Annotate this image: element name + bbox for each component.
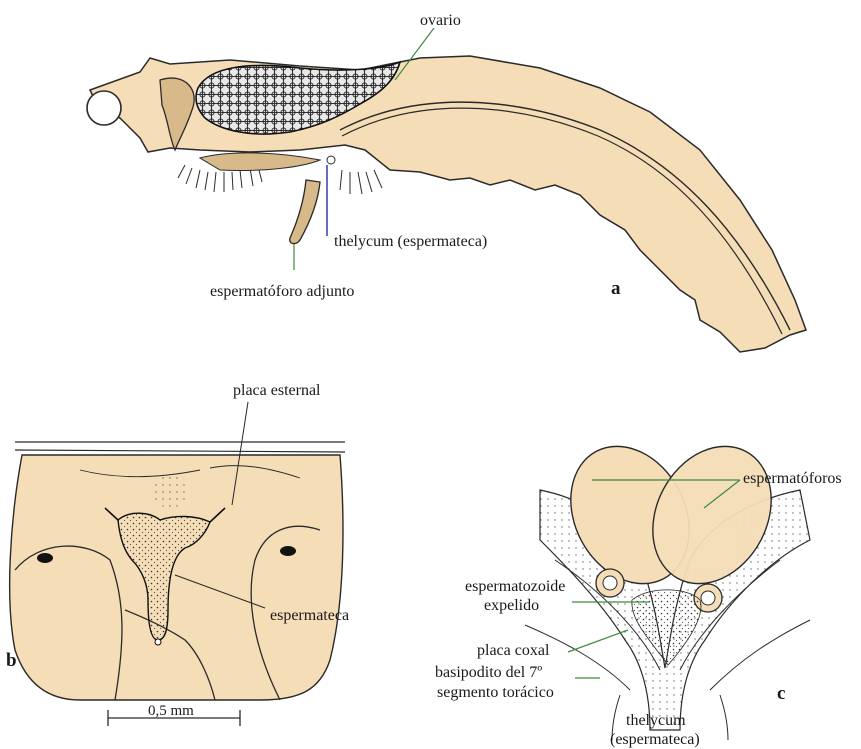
label-espermateca: espermateca [270, 607, 349, 625]
label-espermatoforo-adjunto: espermatóforo adjunto [210, 283, 354, 301]
label-placa-esternal: placa esternal [233, 382, 321, 400]
label-thelycum-a: thelycum (espermateca) [334, 233, 487, 251]
label-thelycum-c-line2: (espermateca) [610, 731, 700, 749]
eye [87, 91, 121, 125]
scale-bar-label: 0,5 mm [148, 702, 194, 720]
label-basipodito-line2: segmento torácico [437, 684, 554, 702]
panel-letter-c: c [777, 683, 785, 705]
attached-spermatophore [290, 180, 320, 244]
label-espermatozoide-line2: expelido [484, 597, 539, 615]
label-thelycum-c-line1: thelycum [626, 712, 686, 730]
label-espermatozoide-line1: espermatozoide [465, 578, 565, 596]
shrimp-lateral-drawing [87, 28, 806, 352]
label-basipodito-line1: basipodito del 7º [435, 664, 542, 682]
label-placa-coxal: placa coxal [477, 642, 549, 660]
label-espermatoforos: espermatóforos [743, 470, 842, 488]
panel-letter-b: b [6, 650, 17, 672]
sternal-plate-drawing [10, 402, 345, 726]
panel-letter-a: a [611, 278, 621, 300]
label-ovario: ovario [420, 12, 461, 30]
